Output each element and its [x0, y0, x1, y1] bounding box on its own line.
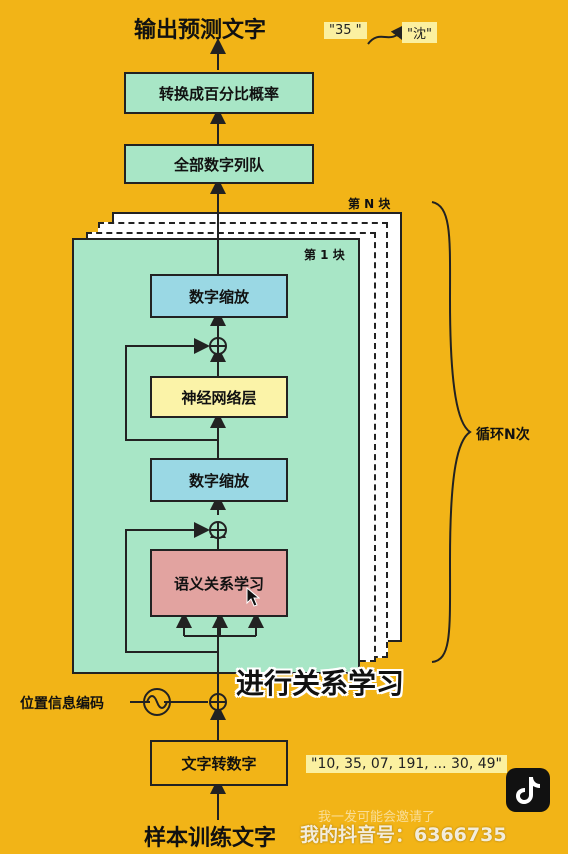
attention-label: 语义关系学习: [173, 574, 264, 593]
bottom-label: 样本训练文字: [144, 826, 277, 851]
block-1-label: 第 1 块: [304, 248, 345, 262]
loop-label: 循环N次: [476, 427, 530, 443]
output-token-1: "35 ": [324, 22, 367, 39]
output-token-2: "沈": [402, 22, 437, 43]
watermark-sub: 我一发可能会邀请了: [318, 810, 436, 825]
subtitle: 进行关系学习: [236, 667, 405, 700]
norm-mid-box: 数字缩放: [150, 458, 288, 502]
position-label: 位置信息编码: [20, 696, 104, 712]
all-numbers-box: 全部数字列队: [124, 144, 314, 184]
ffn-box: 神经网络层: [150, 376, 288, 418]
output-title: 输出预测文字: [134, 18, 267, 43]
block-n-label: 第 N 块: [348, 197, 391, 211]
watermark-text: 我的抖音号：6366735: [300, 824, 507, 846]
input-tokens: "10, 35, 07, 191, ... 30, 49": [306, 755, 507, 773]
attention-box: 语义关系学习: [150, 549, 288, 617]
probability-box: 转换成百分比概率: [124, 72, 314, 114]
tiktok-logo-icon: [506, 768, 550, 812]
norm-top-box: 数字缩放: [150, 274, 288, 318]
tokenize-box: 文字转数字: [150, 740, 288, 786]
cursor-icon: [246, 587, 260, 607]
